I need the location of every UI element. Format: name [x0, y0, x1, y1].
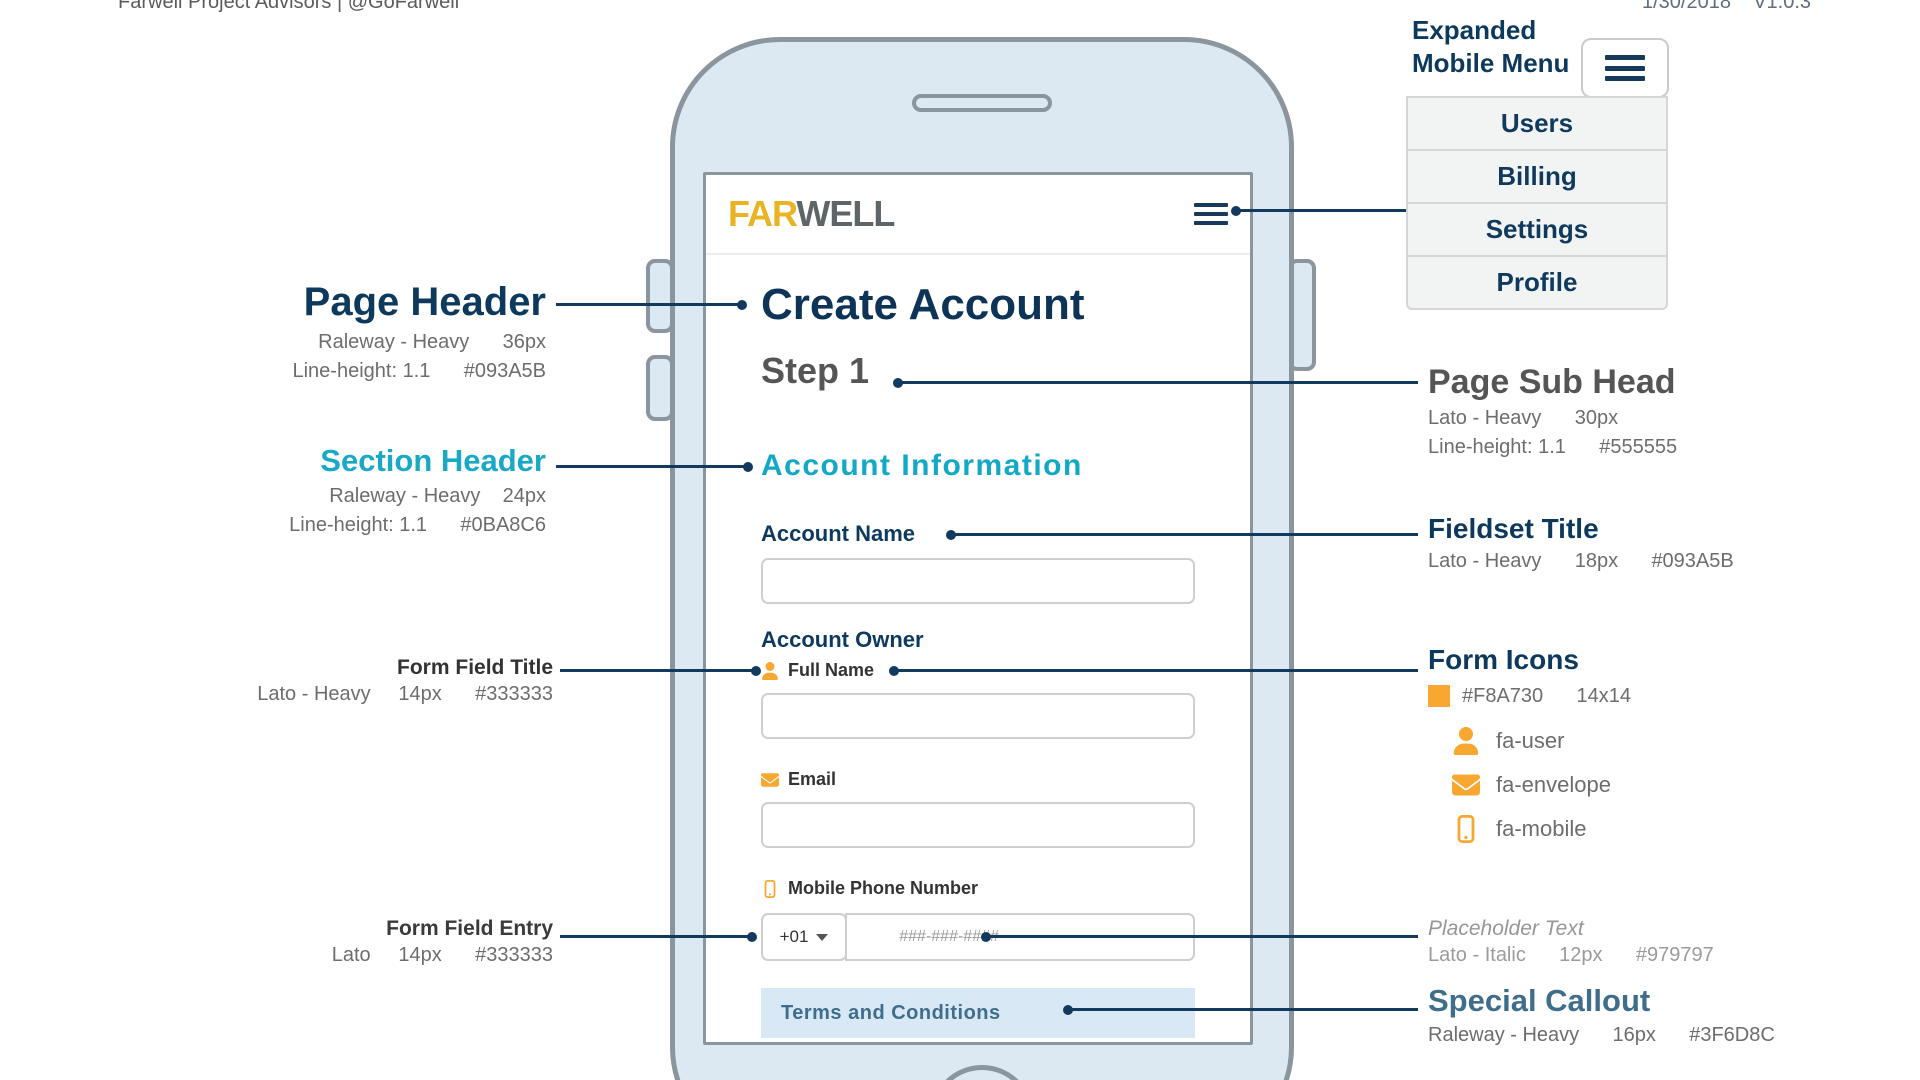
- annotation-form-field-title: Form Field Title Lato - Heavy 14px #3333…: [257, 655, 553, 709]
- annotation-form-field-entry-spec1: Lato 14px #333333: [331, 944, 553, 967]
- envelope-icon: [761, 773, 779, 787]
- menu-item-settings[interactable]: Settings: [1406, 202, 1668, 257]
- mobile-icon: [764, 879, 776, 898]
- annotation-form-field-entry-title: Form Field Entry: [386, 917, 553, 940]
- menu-item-billing[interactable]: Billing: [1406, 149, 1668, 204]
- callout-line-terms: [1063, 1004, 1418, 1015]
- expanded-menu-title-line1: Expanded: [1412, 15, 1537, 45]
- annotation-fieldset-title-spec1: Lato - Heavy 18px #093A5B: [1428, 549, 1734, 572]
- expanded-menu-hamburger-card: [1581, 38, 1669, 98]
- expanded-hamburger-icon[interactable]: [1605, 55, 1645, 81]
- phone-mockup: FARWELL Create Account Step 1 Account In…: [670, 37, 1294, 1080]
- annotation-section-header: Section Header Raleway - Heavy 24px Line…: [289, 443, 546, 540]
- country-code-dropdown[interactable]: +01: [761, 913, 847, 962]
- doc-header-left: Farwell Project Advisors | @GoFarwell: [118, 0, 460, 13]
- form-icons-swatch-spec: #F8A730 14x14: [1462, 684, 1632, 707]
- annotation-page-sub-head-spec2: Line-height: 1.1 #555555: [1428, 436, 1678, 459]
- user-icon: [762, 661, 778, 680]
- fa-envelope-label: fa-envelope: [1496, 771, 1611, 797]
- annotation-page-header: Page Header Raleway - Heavy 36px Line-he…: [292, 280, 546, 386]
- orange-color-swatch: [1428, 685, 1450, 708]
- expanded-menu-title: Expanded Mobile Menu: [1412, 14, 1622, 79]
- fa-user-label: fa-user: [1496, 727, 1565, 753]
- phone-speaker: [912, 94, 1052, 112]
- email-input[interactable]: [761, 802, 1195, 849]
- account-name-input[interactable]: [761, 558, 1195, 605]
- callout-line-form-field-entry: [560, 931, 757, 942]
- email-label-text: Email: [788, 769, 837, 790]
- callout-line-step1: [893, 377, 1418, 388]
- annotation-page-sub-head-spec1: Lato - Heavy 30px: [1428, 407, 1619, 430]
- full-name-label-text: Full Name: [788, 660, 875, 681]
- mobile-label: Mobile Phone Number: [761, 878, 1195, 899]
- annotation-placeholder-text: Placeholder Text Lato - Italic 12px #979…: [1428, 916, 1714, 970]
- annotation-section-header-title: Section Header: [320, 443, 546, 478]
- fieldset-title-account-name: Account Name: [761, 520, 916, 546]
- terms-and-conditions-callout[interactable]: Terms and Conditions: [761, 988, 1195, 1039]
- callout-line-page-header: [556, 299, 747, 310]
- menu-item-profile[interactable]: Profile: [1406, 255, 1668, 310]
- form-icon-row-mobile: fa-mobile: [1428, 814, 1631, 843]
- callout-line-form-field-title: [560, 665, 761, 676]
- terms-label: Terms and Conditions: [781, 1001, 1001, 1024]
- annotation-page-header-spec1: Raleway - Heavy 36px: [318, 331, 546, 353]
- fa-mobile-label: fa-mobile: [1496, 815, 1587, 841]
- annotation-section-header-spec2: Line-height: 1.1 #0BA8C6: [289, 514, 546, 537]
- annotation-fieldset-title-title: Fieldset Title: [1428, 513, 1599, 544]
- phone-screen: FARWELL Create Account Step 1 Account In…: [703, 172, 1253, 1045]
- annotation-special-callout: Special Callout Raleway - Heavy 16px #3F…: [1428, 983, 1775, 1050]
- chevron-down-icon: [816, 933, 829, 941]
- annotation-placeholder-text-title: Placeholder Text: [1428, 917, 1584, 940]
- annotation-form-field-title-spec1: Lato - Heavy 14px #333333: [257, 683, 553, 706]
- annotation-special-callout-spec1: Raleway - Heavy 16px #3F6D8C: [1428, 1024, 1775, 1047]
- form-icon-row-envelope: fa-envelope: [1428, 771, 1631, 799]
- form-icons-swatch-row: #F8A730 14x14: [1428, 682, 1631, 711]
- doc-header-right: 1/30/2018 V1.0.3: [1642, 0, 1811, 14]
- page-sub-head: Step 1: [761, 350, 870, 392]
- section-header: Account Information: [761, 448, 1083, 482]
- annotation-section-header-spec1: Raleway - Heavy 24px: [329, 485, 546, 508]
- annotation-form-icons: Form Icons #F8A730 14x14 fa-user fa-enve…: [1428, 644, 1631, 843]
- annotation-page-header-spec2: Line-height: 1.1 #093A5B: [292, 360, 546, 382]
- country-code-value: +01: [779, 927, 809, 947]
- annotation-page-sub-head-title: Page Sub Head: [1428, 363, 1676, 401]
- annotation-form-field-title-title: Form Field Title: [397, 656, 553, 679]
- annotation-fieldset-title: Fieldset Title Lato - Heavy 18px #093A5B: [1428, 513, 1734, 576]
- callout-line-account-name: [946, 529, 1418, 540]
- fa-mobile-icon: [1457, 814, 1475, 843]
- menu-item-users[interactable]: Users: [1406, 96, 1668, 151]
- home-button: [930, 1065, 1034, 1080]
- annotation-placeholder-text-spec1: Lato - Italic 12px #979797: [1428, 944, 1714, 967]
- app-content: Create Account Step 1 Account Informatio…: [706, 280, 1250, 1039]
- logo-far: FAR: [728, 193, 797, 234]
- doc-date: 1/30/2018: [1642, 0, 1731, 13]
- fa-envelope-icon: [1452, 774, 1480, 796]
- doc-header-gap: [1731, 0, 1753, 13]
- callout-line-full-name: [889, 665, 1418, 676]
- callout-line-placeholder: [981, 931, 1418, 942]
- hamburger-menu-icon[interactable]: [1194, 203, 1228, 225]
- farwell-logo: FARWELL: [728, 193, 895, 235]
- form-icon-row-user: fa-user: [1428, 726, 1631, 755]
- callout-line-section-header: [556, 461, 753, 472]
- expanded-menu-title-line2: Mobile Menu: [1412, 47, 1570, 78]
- fa-user-icon: [1453, 726, 1479, 755]
- logo-well: WELL: [796, 193, 895, 234]
- full-name-label: Full Name: [761, 660, 1195, 681]
- fieldset-title-account-owner: Account Owner: [761, 627, 924, 653]
- annotation-form-icons-title: Form Icons: [1428, 644, 1579, 675]
- email-label: Email: [761, 769, 1195, 790]
- annotation-page-sub-head: Page Sub Head Lato - Heavy 30px Line-hei…: [1428, 363, 1678, 462]
- annotation-page-header-title: Page Header: [303, 280, 546, 324]
- annotation-special-callout-title: Special Callout: [1428, 983, 1651, 1018]
- expanded-menu: Users Billing Settings Profile: [1406, 96, 1668, 310]
- mobile-label-text: Mobile Phone Number: [788, 878, 979, 899]
- callout-line-hamburger: [1231, 205, 1406, 216]
- app-header: FARWELL: [706, 175, 1250, 255]
- doc-version: V1.0.3: [1753, 0, 1812, 13]
- annotation-form-field-entry: Form Field Entry Lato 14px #333333: [332, 916, 553, 970]
- page-title: Create Account: [761, 280, 1085, 329]
- full-name-input[interactable]: [761, 693, 1195, 740]
